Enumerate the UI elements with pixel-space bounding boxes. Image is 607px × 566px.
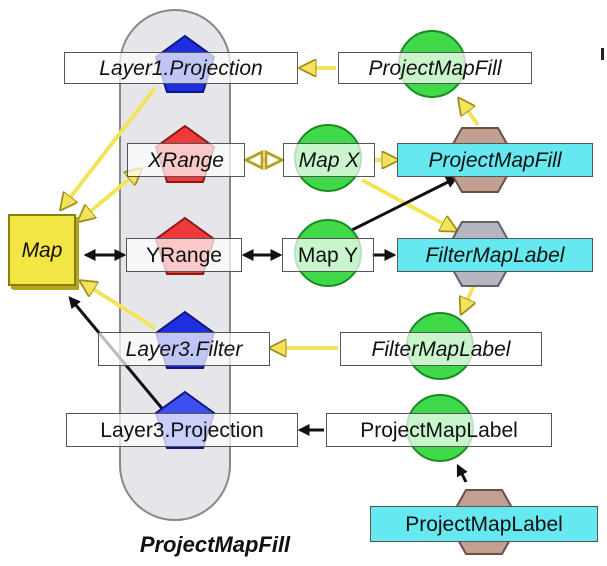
node-xrange[interactable]: XRange	[127, 143, 245, 177]
node-project-map-fill-top[interactable]: ProjectMapFill	[338, 52, 532, 84]
node-map-y[interactable]: Map Y	[282, 238, 374, 272]
edge-mapy-hex-top	[347, 176, 459, 234]
edge-hex-to-circle-top	[460, 100, 480, 127]
node-filter-map-label[interactable]: FilterMapLabel	[340, 332, 542, 366]
edge-hex-to-circle-mid	[462, 284, 474, 312]
edge-layer3filter-to-map	[82, 282, 157, 330]
edge-artifact	[601, 48, 604, 60]
diagram-caption: ProjectMapFill	[139, 532, 291, 557]
edge-xrange-map	[80, 170, 140, 220]
node-project-map-label-cyan[interactable]: ProjectMapLabel	[370, 506, 598, 542]
node-project-map-fill-cyan[interactable]: ProjectMapFill	[397, 143, 593, 177]
node-map-x[interactable]: Map X	[283, 143, 375, 177]
node-map[interactable]: Map	[8, 214, 76, 286]
edge-mapx-filtermaplabel	[361, 178, 455, 230]
edge-hex-bottom-to-circle	[456, 463, 468, 483]
yellow-edges	[62, 68, 480, 348]
node-project-map-label[interactable]: ProjectMapLabel	[326, 413, 552, 447]
node-yrange[interactable]: YRange	[126, 238, 242, 272]
node-layer3-projection[interactable]: Layer3.Projection	[66, 413, 298, 447]
node-layer1-projection[interactable]: Layer1.Projection	[64, 52, 298, 84]
node-layer3-filter[interactable]: Layer3.Filter	[98, 332, 270, 366]
node-filter-map-label-cyan[interactable]: FilterMapLabel	[397, 238, 593, 272]
